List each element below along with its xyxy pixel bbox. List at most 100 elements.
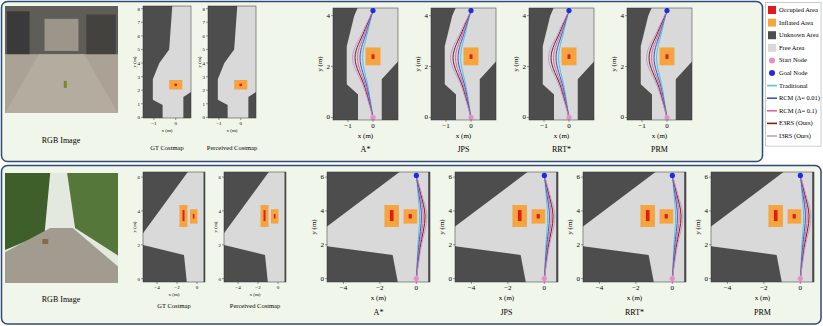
occupied-area bbox=[774, 210, 778, 221]
free-area bbox=[641, 8, 692, 120]
tick-label: 0 bbox=[523, 114, 527, 121]
legend-item bbox=[769, 70, 775, 76]
tick-label: −2 bbox=[760, 285, 767, 292]
legend-line bbox=[767, 97, 777, 99]
legend-item bbox=[769, 57, 775, 63]
tick-label: 0 bbox=[449, 275, 453, 282]
planned-path bbox=[672, 175, 683, 278]
occupied-area bbox=[264, 210, 266, 221]
tick-label: 5 bbox=[203, 47, 206, 52]
axis-label: y (m) bbox=[415, 56, 422, 71]
tick-label: 6 bbox=[203, 33, 206, 38]
tick-label: 0 bbox=[174, 121, 177, 126]
inflated-area bbox=[512, 205, 527, 227]
legend-item bbox=[767, 136, 777, 137]
axis-label: x (m) bbox=[499, 295, 514, 302]
tick-mark bbox=[153, 118, 154, 120]
plot-caption: PRM bbox=[754, 309, 771, 317]
tick-mark bbox=[206, 22, 208, 23]
tick-mark bbox=[331, 66, 333, 67]
goal-node bbox=[798, 173, 803, 178]
planned-path bbox=[800, 175, 811, 278]
tick-mark bbox=[206, 35, 208, 36]
inflated-area bbox=[180, 205, 188, 227]
goal-node bbox=[370, 8, 375, 13]
tick-label: −4 bbox=[724, 285, 731, 292]
tick-mark bbox=[141, 210, 143, 211]
tick-mark bbox=[206, 76, 208, 77]
tick-label: 4 bbox=[321, 207, 325, 214]
tick-label: −2 bbox=[504, 285, 511, 292]
occupied-area bbox=[409, 214, 412, 219]
tick-mark bbox=[325, 244, 327, 245]
free-area bbox=[224, 172, 285, 282]
tick-label: 6 bbox=[138, 33, 141, 38]
occupied-area bbox=[518, 210, 522, 221]
tick-label: 0 bbox=[469, 123, 473, 130]
start-node bbox=[566, 115, 571, 120]
planned-path bbox=[355, 11, 373, 118]
costmap-plot bbox=[455, 172, 558, 282]
axis-label: x (m) bbox=[456, 133, 471, 140]
planned-path bbox=[551, 11, 569, 118]
free-area bbox=[455, 172, 556, 282]
plot-frame bbox=[143, 6, 191, 118]
tick-label: 0 bbox=[327, 114, 331, 121]
plot-frame bbox=[143, 172, 205, 282]
start-node bbox=[468, 115, 473, 120]
axis-label: x (m) bbox=[627, 295, 642, 302]
tick-label: 0 bbox=[621, 114, 625, 121]
tick-label: 2 bbox=[219, 242, 222, 247]
tick-mark bbox=[331, 15, 333, 16]
tick-label: 6 bbox=[321, 174, 325, 181]
inflated-area bbox=[366, 47, 381, 65]
occupied-area bbox=[470, 54, 473, 59]
tick-label: 0 bbox=[567, 123, 571, 130]
occupied-area bbox=[666, 54, 669, 59]
tick-mark bbox=[141, 90, 143, 91]
legend-item bbox=[768, 31, 776, 39]
legend-swatch bbox=[768, 6, 776, 14]
legend-text: Inflated Area bbox=[779, 19, 813, 26]
plot-frame bbox=[529, 8, 594, 120]
plot-frame bbox=[627, 8, 692, 120]
tick-label: −1 bbox=[216, 121, 221, 126]
tick-mark bbox=[453, 278, 455, 279]
axis-label: y (m) bbox=[611, 56, 618, 71]
costmap-plot bbox=[583, 172, 686, 282]
goal-node bbox=[664, 8, 669, 13]
costmap-plot bbox=[333, 8, 398, 120]
start-node bbox=[798, 276, 803, 281]
axis-label: y (m) bbox=[317, 56, 324, 71]
occupied-area bbox=[646, 210, 650, 221]
tick-label: 0 bbox=[277, 285, 280, 290]
rgb-photo bbox=[5, 173, 118, 283]
tick-label: 0 bbox=[138, 276, 141, 281]
tick-label: −4 bbox=[468, 285, 475, 292]
axis-label: y (m) bbox=[311, 219, 318, 234]
tick-label: 4 bbox=[138, 61, 141, 66]
tick-label: 4 bbox=[449, 207, 453, 214]
tick-label: 0 bbox=[671, 285, 675, 292]
tick-label: 4 bbox=[425, 12, 429, 19]
tick-mark bbox=[581, 177, 583, 178]
tick-mark bbox=[218, 118, 219, 120]
legend-swatch bbox=[768, 44, 776, 52]
start-node bbox=[370, 115, 375, 120]
tick-mark bbox=[197, 282, 198, 284]
tick-mark bbox=[325, 278, 327, 279]
tick-mark bbox=[141, 22, 143, 23]
axis-label: x (m) bbox=[358, 133, 373, 140]
plot-frame bbox=[583, 172, 686, 282]
tick-label: 0 bbox=[239, 121, 242, 126]
goal-node bbox=[414, 173, 419, 178]
axis-label: y (m) bbox=[695, 219, 702, 234]
planned-path bbox=[544, 175, 555, 278]
plot-frame bbox=[431, 8, 496, 120]
tick-label: 2 bbox=[425, 63, 429, 70]
tick-mark bbox=[157, 282, 158, 284]
tick-mark bbox=[278, 282, 279, 284]
legend-text: Occupied Area bbox=[779, 7, 818, 14]
tick-mark bbox=[527, 15, 529, 16]
tick-label: 2 bbox=[705, 241, 709, 248]
